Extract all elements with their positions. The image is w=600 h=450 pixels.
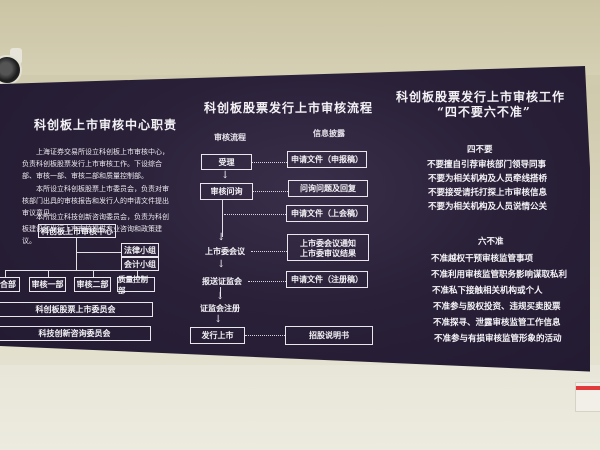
org-dept-review-1-box: 审核一部 xyxy=(29,277,66,292)
disclosure-prospectus-box: 招股说明书 xyxy=(285,326,373,345)
wall xyxy=(0,365,600,450)
dotted-connector xyxy=(253,191,288,192)
six-prohibitions-heading: 六不准 xyxy=(478,237,504,247)
disclosure-line: 上市委审议结果 xyxy=(300,247,356,258)
org-root-box: 科创板上市审核中心 xyxy=(38,224,116,238)
arrow-down-icon: ↓ xyxy=(217,232,226,243)
org-listing-committee-box: 科创板股票上市委员会 xyxy=(0,302,153,317)
four-donts-item: 不要接受请托打探上市审核信息 xyxy=(428,188,548,198)
disclosure-registration-draft-box: 申请文件（注册稿） xyxy=(286,271,368,288)
org-advisory-committee-box: 科技创新咨询委员会 xyxy=(0,326,151,341)
six-prohibitions-item: 不准利用审核监管职务影响谋取私利 xyxy=(431,270,568,280)
arrow-down-icon: ↓ xyxy=(217,259,226,270)
step-csrc-registration: 证监会注册 xyxy=(200,303,240,313)
org-connector xyxy=(76,252,121,253)
org-dept-general-box: 综合部 xyxy=(0,277,20,292)
four-donts-item: 不要为相关机构及人员说情公关 xyxy=(428,202,548,212)
org-connector xyxy=(93,270,94,277)
org-connector xyxy=(137,270,138,277)
org-dept-review-2-box: 审核二部 xyxy=(74,277,111,292)
four-donts-item: 不要擅自引荐审核部门领导同事 xyxy=(427,160,547,170)
six-prohibitions-item: 不准私下接触相关机构或个人 xyxy=(432,286,543,296)
step-inquiry-box: 审核问询 xyxy=(200,183,253,200)
dotted-connector xyxy=(252,162,287,163)
org-legal-group-box: 法律小组 xyxy=(121,243,159,257)
dotted-connector xyxy=(224,214,286,215)
org-connector xyxy=(5,270,137,271)
six-prohibitions-item: 不准越权干预审核监管事项 xyxy=(431,254,534,264)
disclosure-application-draft-box: 申请文件（申报稿） xyxy=(287,151,367,168)
display-board: 科创板上市审核中心职责 上海证券交易所设立科创板上市审核中心，负责科创板股票发行… xyxy=(0,66,590,372)
ceiling xyxy=(0,0,600,75)
dotted-connector xyxy=(251,251,287,252)
step-submit-csrc: 报送证监会 xyxy=(202,276,242,286)
arrow-down-icon: ↓ xyxy=(214,314,223,325)
six-prohibitions-item: 不准参与股权投资、违规买卖股票 xyxy=(433,302,561,312)
left-paragraph-1: 上海证券交易所设立科创板上市审核中心，负责科创板股票发行上市审核工作。下设综合部… xyxy=(22,148,169,180)
disclosure-meeting-draft-box: 申请文件（上会稿） xyxy=(286,205,368,222)
right-panel-title: 科创板股票发行上市审核工作 xyxy=(396,90,566,104)
dotted-connector xyxy=(248,281,286,282)
step-issue-listing-box: 发行上市 xyxy=(190,327,245,344)
six-prohibitions-item: 不准探寻、泄露审核监管工作信息 xyxy=(433,318,561,328)
org-connector xyxy=(5,270,6,277)
arrow-down-icon: ↓ xyxy=(216,291,225,302)
step-listing-committee-meeting: 上市委会议 xyxy=(205,246,245,256)
left-paragraph-3: 本所设立科技创新咨询委员会，负责为科创板建设和发行上市审核提供专业咨询和政策建议… xyxy=(22,213,169,245)
org-dept-quality-control-box: 质量控制部 xyxy=(117,275,155,295)
arrow-down-icon: ↓ xyxy=(221,170,230,181)
four-donts-item: 不要为相关机构及人员牵线搭桥 xyxy=(428,174,548,184)
org-accounting-group-box: 会计小组 xyxy=(121,257,159,271)
switch-label-strip xyxy=(576,386,600,390)
wall-switch xyxy=(575,382,600,412)
step-accept-box: 受理 xyxy=(201,154,252,170)
left-panel-title: 科创板上市审核中心职责 xyxy=(34,118,178,132)
four-donts-heading: 四不要 xyxy=(467,145,493,155)
flow-line xyxy=(222,200,223,237)
disclosure-committee-notice-result-box: 上市委会议通知 上市委审议结果 xyxy=(287,234,369,261)
flow-line xyxy=(220,287,221,297)
column-header-process: 审核流程 xyxy=(214,132,246,142)
disclosure-line: 上市委会议通知 xyxy=(300,237,356,248)
middle-panel-title: 科创板股票发行上市审核流程 xyxy=(204,101,374,115)
org-connector xyxy=(48,270,49,277)
left-paragraph-2: 本所设立科创板股票上市委员会，负责对审核部门出具的审核报告和发行人的申请文件提出… xyxy=(22,185,169,217)
disclosure-inquiry-reply-box: 问询问题及回复 xyxy=(288,180,368,197)
right-panel-subtitle: “四不要六不准” xyxy=(437,105,531,119)
six-prohibitions-item: 不准参与有损审核监管形象的活动 xyxy=(434,334,562,344)
dotted-connector xyxy=(245,335,285,336)
org-connector xyxy=(76,238,77,270)
column-header-disclosure: 信息披露 xyxy=(313,128,345,138)
